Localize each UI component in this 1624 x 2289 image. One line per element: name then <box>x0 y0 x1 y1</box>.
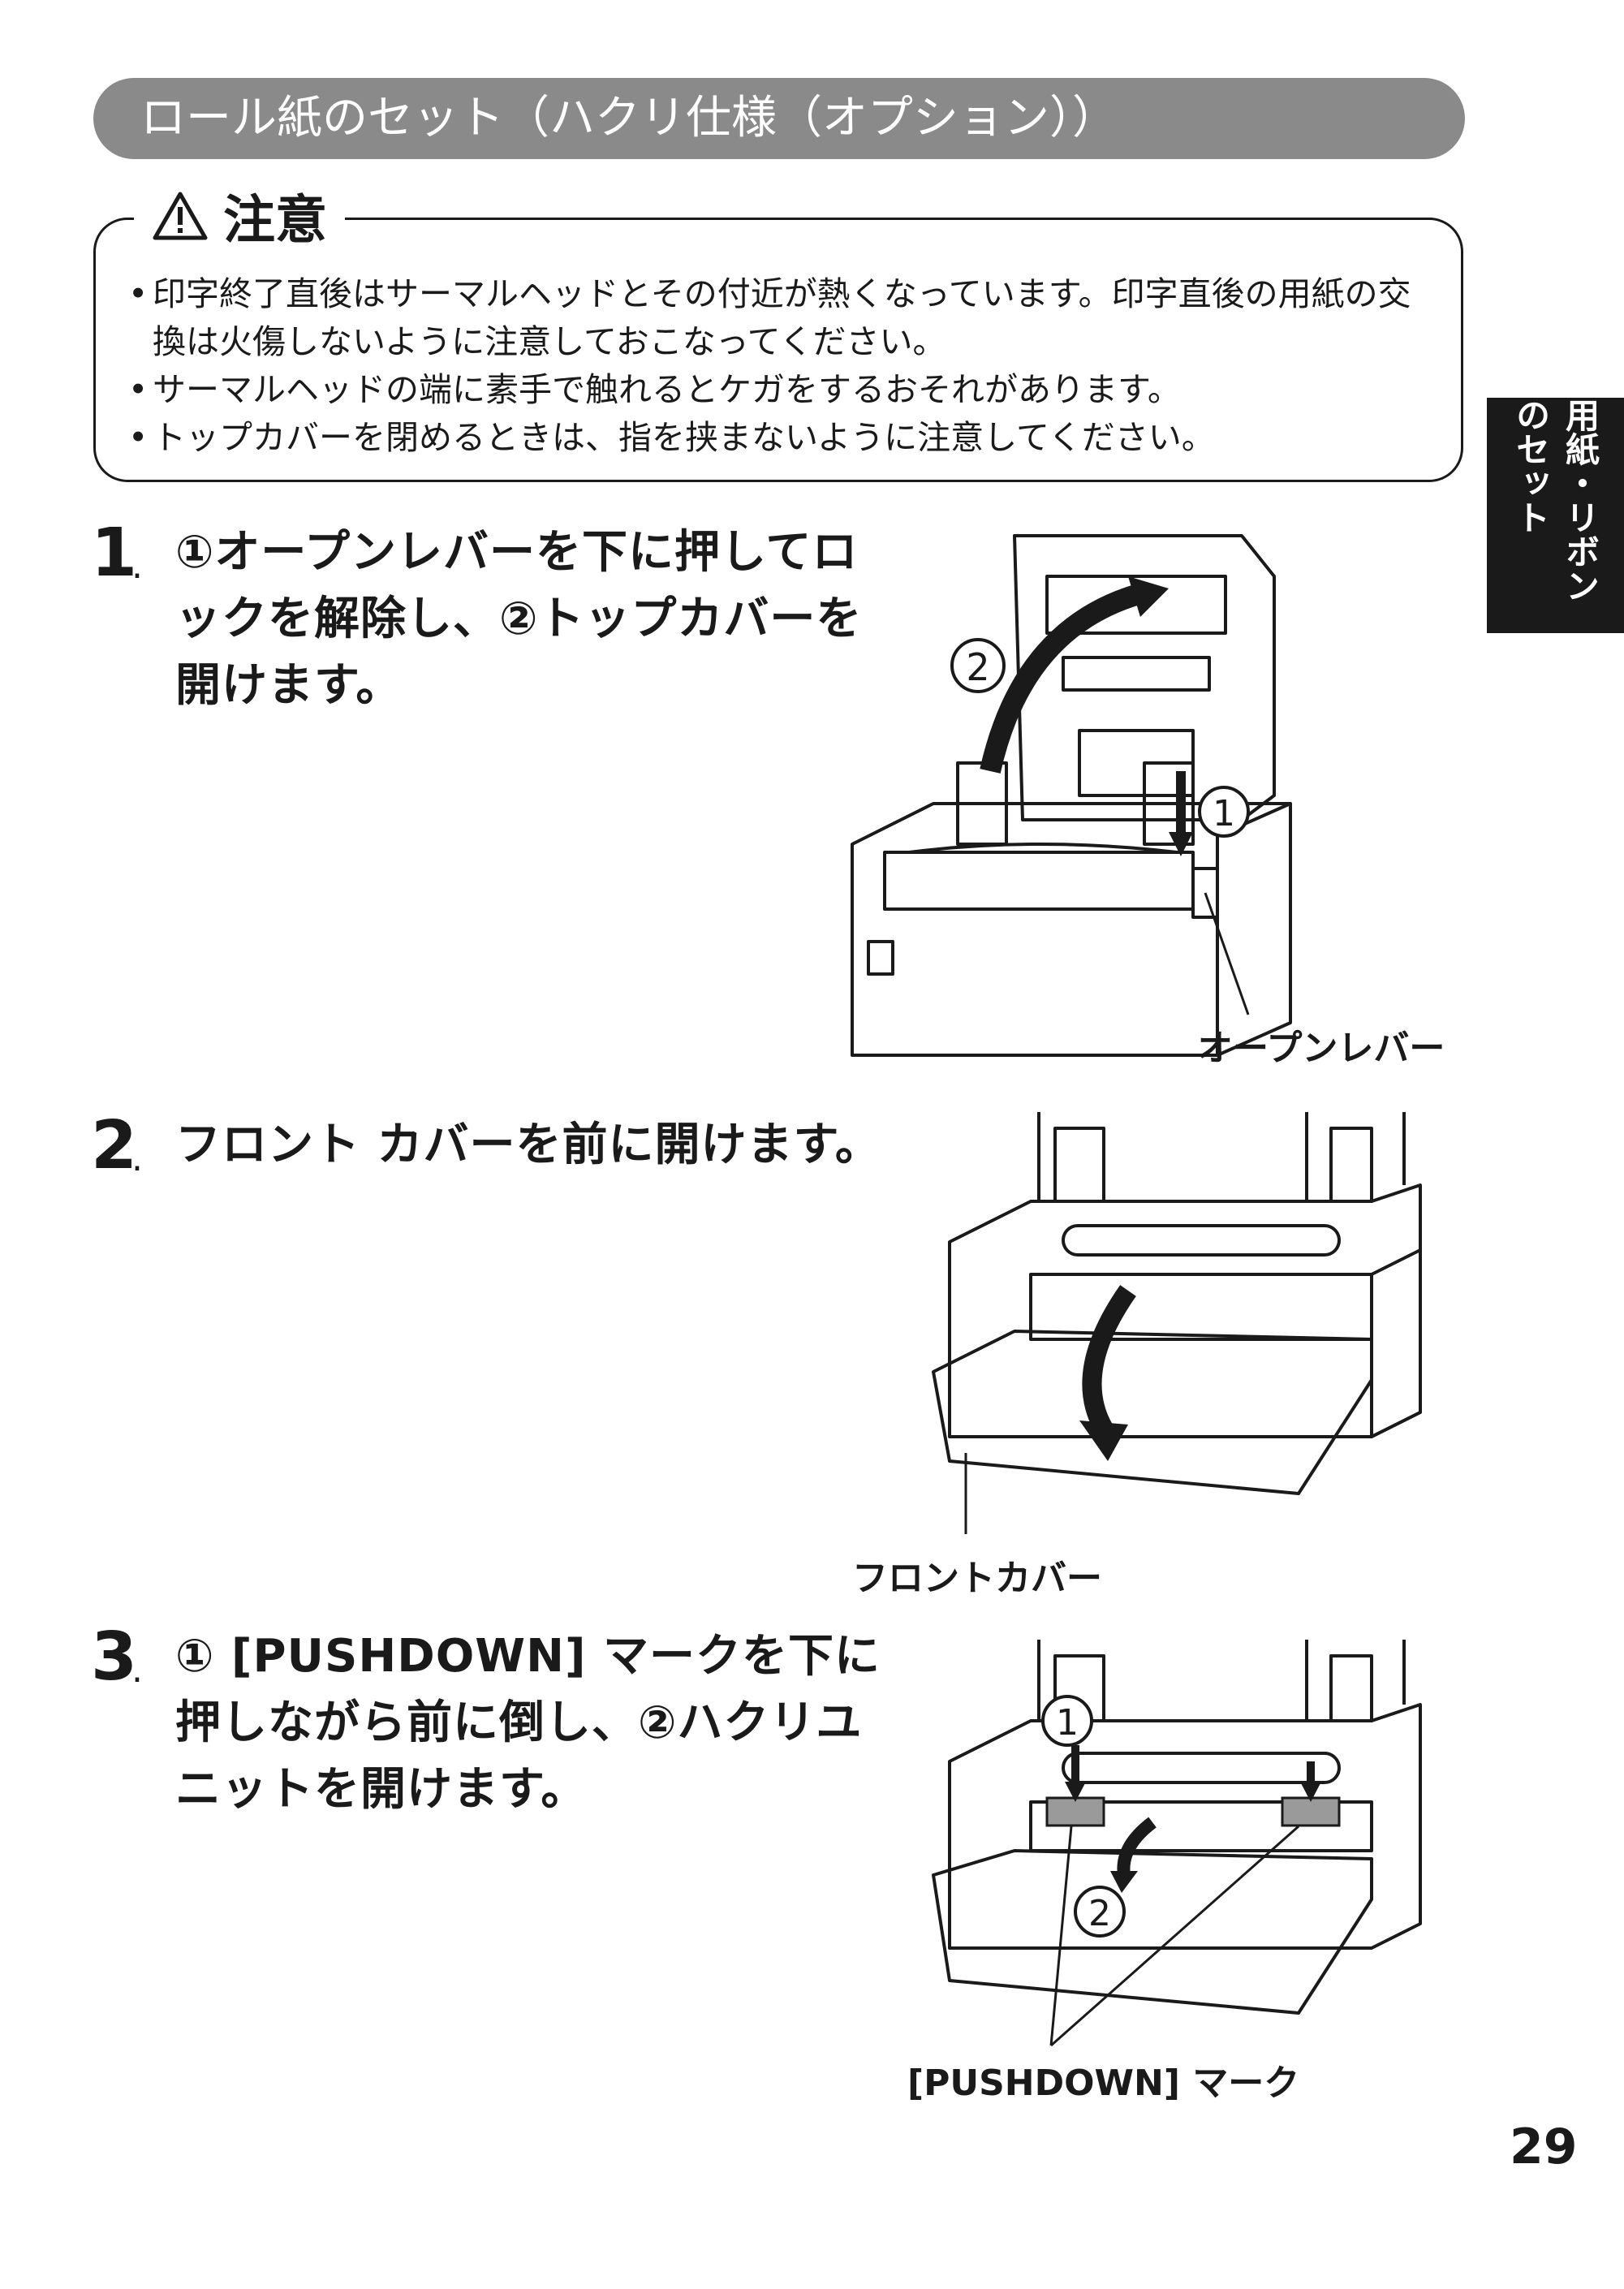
step-number: 3 <box>91 1619 138 1696</box>
marker-1-label: 1 <box>1056 1702 1079 1744</box>
platen-roller <box>1062 1224 1341 1257</box>
thermal-head-unit <box>1045 575 1227 635</box>
page-number: 29 <box>1510 2119 1578 2175</box>
caution-item: サーマルヘッドの端に素手で触れるとケガをするおそれがあります。 <box>128 366 1437 414</box>
step-marker-1 <box>1041 1695 1093 1747</box>
front-cover <box>932 1849 1373 2015</box>
pushdown-mark-callout: [PUSHDOWN] マーク <box>907 2063 1300 2104</box>
power-button <box>867 940 894 976</box>
body-edge <box>1216 802 1291 1055</box>
tilt-arrow <box>1117 1817 1157 1877</box>
marker-1-label: 1 <box>1213 793 1235 834</box>
callout-leader-left <box>1049 1826 1073 2046</box>
open-lever <box>1191 867 1219 919</box>
step-marker-2 <box>950 638 1006 693</box>
printer-top-cover-open-illustration: 2 1 <box>851 534 1292 1057</box>
chapter-tab-label: 用紙・リボンのセット <box>1510 398 1600 602</box>
step-text: ① [PUSHDOWN] マークを下に押しながら前に倒し、②ハクリユニットを開け… <box>175 1630 881 1816</box>
open-arrow <box>980 582 1148 774</box>
warning-triangle-icon <box>153 192 208 240</box>
peeler-unit <box>1029 1800 1373 1852</box>
step-number: 2 <box>91 1107 138 1184</box>
pushdown-mark-right <box>1281 1796 1341 1827</box>
down-arrow-head <box>1169 832 1193 856</box>
open-lever-callout: オープンレバー <box>1197 1028 1445 1069</box>
step-1: 1 . ①オープンレバーを下に押してロックを解除し、②トップカバーを開けます。 <box>91 515 861 763</box>
caution-list: 印字終了直後はサーマルヘッドとその付近が熱くなっています。印字直後の用紙の交換は… <box>128 270 1437 462</box>
ribbon-shaft <box>1062 656 1211 692</box>
step-marker-1 <box>1198 786 1250 838</box>
caution-title: 注意 <box>223 191 327 251</box>
body-side <box>1370 1248 1422 1438</box>
paper-guide-right <box>1329 1654 1373 1722</box>
platen-roller <box>1062 1752 1341 1784</box>
printer-body <box>948 1703 1422 1950</box>
peeler-unit-open-illustration: 1 2 <box>932 1640 1422 2047</box>
arrow-head <box>1128 576 1169 617</box>
callout-leader-right <box>1050 1825 1299 2047</box>
step-text: フロント カバーを前に開けます。 <box>175 1119 881 1171</box>
peeler-unit <box>1029 1273 1373 1341</box>
printer-body <box>948 1183 1422 1438</box>
step-marker-2 <box>1074 1886 1126 1938</box>
open-arrow <box>1082 1285 1136 1433</box>
step-text: ①オープンレバーを下に押してロックを解除し、②トップカバーを開けます。 <box>175 526 863 712</box>
caution-item: トップカバーを閉めるときは、指を挟まないように注意してください。 <box>128 414 1437 462</box>
marker-2-label: 2 <box>1088 1893 1111 1934</box>
step-3: 3 . ① [PUSHDOWN] マークを下に押しながら前に倒し、②ハクリユニッ… <box>91 1619 880 1867</box>
chapter-tab: 用紙・リボンのセット <box>1487 398 1624 633</box>
paper-guide-left <box>1053 1127 1105 1203</box>
cover-edges <box>1037 1112 1406 1201</box>
top-cover <box>1013 534 1276 821</box>
step-number-dot: . <box>131 1138 143 1179</box>
front-cover <box>932 1330 1373 1495</box>
arrow-head <box>1079 1420 1128 1461</box>
paper-guide-right <box>1329 1127 1373 1203</box>
roll-paper <box>908 843 1178 854</box>
callout-leader <box>1204 892 1250 1015</box>
step-number-dot: . <box>131 545 143 587</box>
cover-edges <box>1037 1640 1406 1721</box>
front-cover <box>883 851 1195 911</box>
caution-heading: 注意 <box>134 183 345 251</box>
step-2: 2 . フロント カバーを前に開けます。 <box>91 1107 881 1274</box>
step-number: 1 <box>91 515 138 592</box>
section-header: ロール紙のセット（ハクリ仕様（オプション）） <box>93 78 1465 159</box>
front-cover-open-illustration <box>932 1112 1422 1534</box>
tilt-arrow-head <box>1110 1871 1138 1893</box>
caution-box: 印字終了直後はサーマルヘッドとその付近が熱くなっています。印字直後の用紙の交換は… <box>93 218 1463 482</box>
down-arrow-left-head <box>1065 1782 1086 1802</box>
marker-2-label: 2 <box>966 645 989 689</box>
section-title: ロール紙のセット（ハクリ仕様（オプション）） <box>140 92 1118 144</box>
caution-item: 印字終了直後はサーマルヘッドとその付近が熱くなっています。印字直後の用紙の交換は… <box>128 270 1437 366</box>
down-arrow-right-head <box>1300 1782 1321 1802</box>
front-cover-callout: フロントカバー <box>852 1558 1102 1599</box>
paper-guide-right <box>1143 761 1195 846</box>
pushdown-mark-left <box>1045 1796 1105 1827</box>
step-number-dot: . <box>131 1649 143 1691</box>
printer-body <box>851 802 1292 1057</box>
